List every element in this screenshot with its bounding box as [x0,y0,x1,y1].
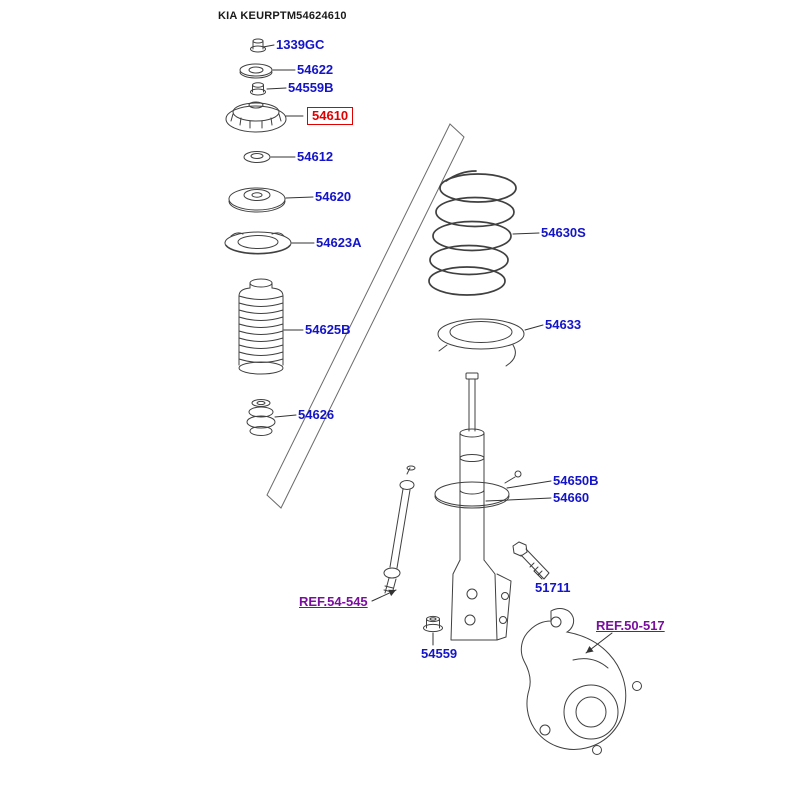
nut-54559-drawing [423,615,443,633]
bearing-54622-drawing [239,63,273,79]
part-label-54623a[interactable]: 54623A [316,235,362,250]
part-label-54620[interactable]: 54620 [315,189,352,204]
leader-lines [262,44,552,646]
page-header-code: KIA KEURPTM54624610 [218,10,347,22]
bump-stopper-54626-drawing [246,399,276,436]
knuckle-drawing [520,608,642,755]
strut-mount-54610-drawing [225,101,287,133]
part-label-1339gc[interactable]: 1339GC [276,37,325,52]
part-label-51711[interactable]: 51711 [535,580,571,595]
lower-pad-54633-drawing [437,318,525,367]
ref-link-50-517[interactable]: REF.50-517 [596,618,665,633]
stabilizer-link-drawing [383,465,416,595]
bolt-51711-drawing [512,541,550,580]
spring-pad-54623a-drawing [224,231,292,255]
ref-link-54-545[interactable]: REF.54-545 [299,594,368,609]
strut-assembly-drawing [434,372,522,641]
part-label-54610-selected[interactable]: 54610 [307,107,354,125]
coil-spring-54630s-drawing [428,170,517,296]
part-label-54633[interactable]: 54633 [545,317,582,332]
washer-54612-drawing [243,151,271,163]
part-label-54612[interactable]: 54612 [297,149,334,164]
nut-1339gc-drawing [250,38,266,53]
dust-cover-54625b-drawing [238,278,284,375]
spring-seat-54620-drawing [228,187,286,213]
part-label-54625b[interactable]: 54625B [305,322,351,337]
ref-arrows [371,589,613,654]
nut-54559b-drawing [250,82,266,96]
part-label-54626[interactable]: 54626 [298,407,335,422]
part-label-54650b[interactable]: 54650B [553,473,599,488]
part-label-54630s[interactable]: 54630S [541,225,586,240]
part-label-54559[interactable]: 54559 [421,646,458,661]
part-label-54622[interactable]: 54622 [297,62,334,77]
frame-outline [266,123,465,509]
part-label-54660[interactable]: 54660 [553,490,590,505]
part-label-54559b[interactable]: 54559B [288,80,334,95]
